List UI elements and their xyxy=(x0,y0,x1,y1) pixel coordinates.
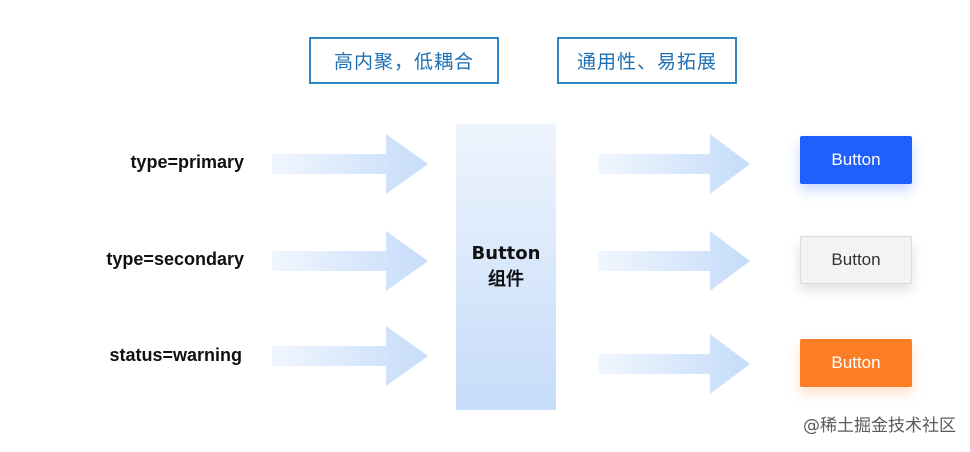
component-name: Button xyxy=(471,243,541,264)
arrow-right-icon xyxy=(272,326,428,386)
secondary-button[interactable]: Button xyxy=(800,236,912,284)
component-label: 组件 xyxy=(488,269,524,290)
arrow-right-icon xyxy=(598,134,750,194)
arrow-right-icon xyxy=(272,231,428,291)
arrow-right-icon xyxy=(598,231,750,291)
tag-high-cohesion: 高内聚，低耦合 xyxy=(309,37,499,84)
prop-status-warning: status=warning xyxy=(109,345,242,365)
prop-type-primary: type=primary xyxy=(130,152,244,172)
button-component-box: Button 组件 xyxy=(456,124,556,410)
source-credit: @稀土掘金技术社区 xyxy=(803,416,956,436)
prop-type-secondary: type=secondary xyxy=(106,249,244,269)
primary-button[interactable]: Button xyxy=(800,136,912,184)
warning-button[interactable]: Button xyxy=(800,339,912,387)
tag-generality: 通用性、易拓展 xyxy=(557,37,737,84)
arrow-right-icon xyxy=(598,334,750,394)
arrow-right-icon xyxy=(272,134,428,194)
